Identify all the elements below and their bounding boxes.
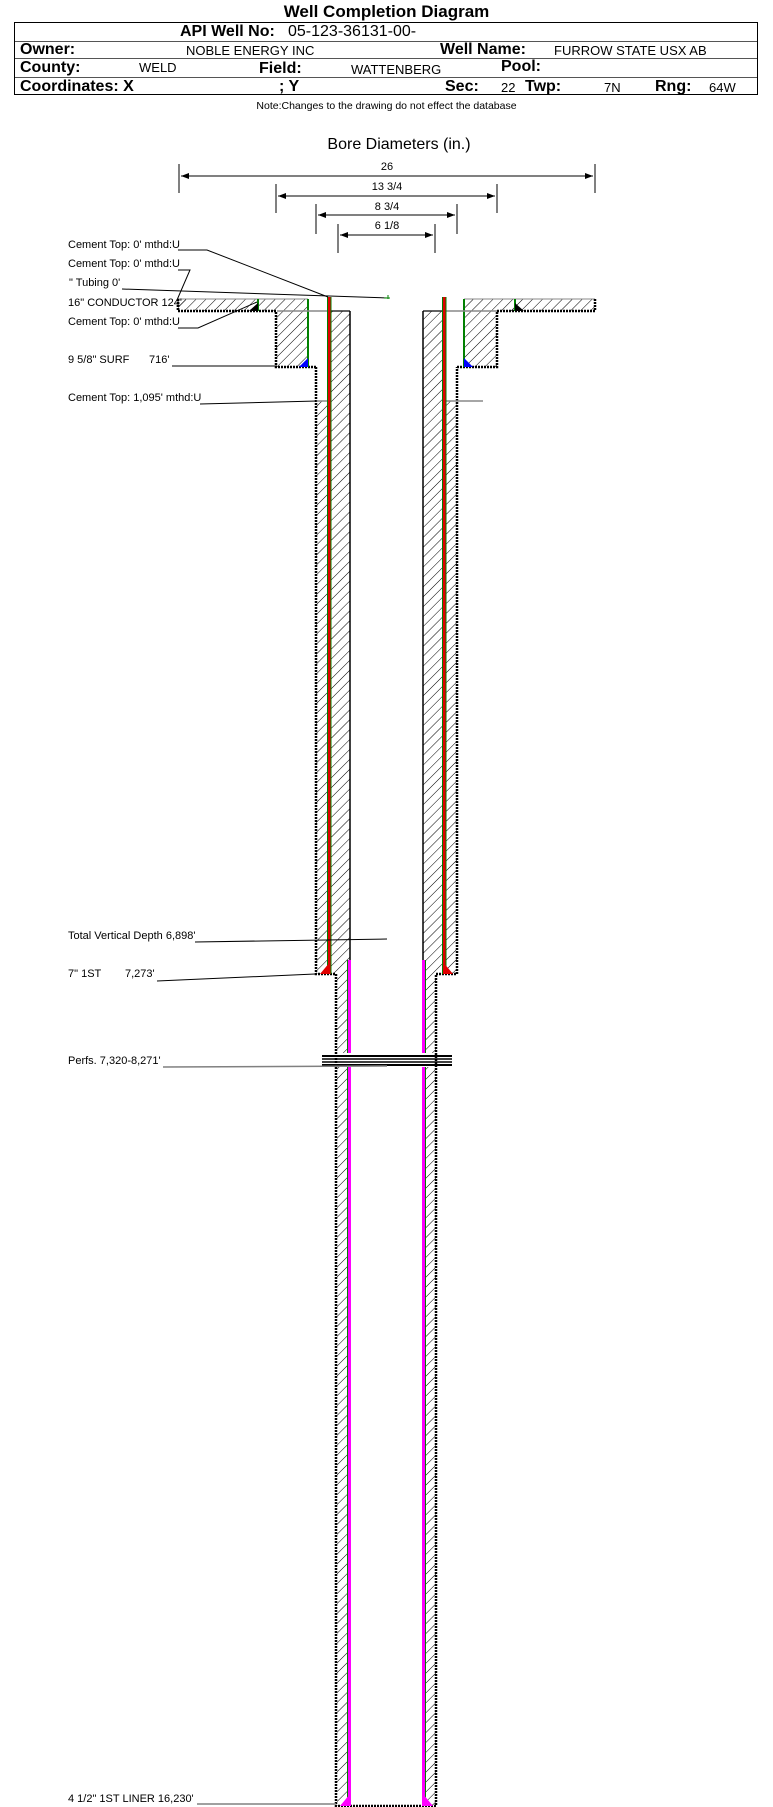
cement-top-label-4: Cement Top: 1,095' mthd:U: [68, 392, 201, 404]
well-name-label: Well Name:: [440, 41, 526, 58]
arrow-left-icon: [318, 212, 326, 218]
surface-shoe-icon: [299, 358, 308, 367]
coord-y-label: ; Y: [279, 78, 300, 95]
intermediate-hole: [314, 297, 483, 1807]
coord-x-label: Coordinates: X: [20, 78, 134, 95]
cement-top-label-2: Cement Top: 0' mthd:U: [68, 258, 180, 270]
diameter-8-3-4-label: 8 3/4: [375, 201, 399, 213]
arrow-right-icon: [447, 212, 455, 218]
owner-value: NOBLE ENERGY INC: [186, 43, 315, 58]
twp-label: Twp:: [525, 78, 562, 95]
total-vertical-depth-label: Total Vertical Depth 6,898': [68, 930, 195, 942]
api-value: 05-123-36131-00-: [288, 23, 417, 40]
liner-shoe-icon: [423, 1794, 433, 1806]
arrow-left-icon: [340, 232, 348, 238]
well-name-value: FURROW STATE USX AB: [554, 43, 707, 58]
casing-shoe-icon: [320, 962, 330, 974]
cement-top-label-1: Cement Top: 0' mthd:U: [68, 239, 180, 251]
field-label: Field:: [259, 60, 302, 77]
leader-lines: [121, 249, 389, 1805]
casing-shoe-icon: [443, 962, 453, 974]
county-label: County:: [20, 59, 81, 76]
owner-label: Owner:: [20, 41, 76, 58]
surface-casing-label: 9 5/8" SURF: [68, 354, 130, 366]
field-value: WATTENBERG: [351, 62, 442, 77]
perforations: [322, 1055, 452, 1066]
arrow-right-icon: [585, 173, 593, 179]
diameter-13-3-4-label: 13 3/4: [372, 181, 403, 193]
conductor-shoe-icon: [249, 303, 258, 311]
api-row: API Well No: 05-123-36131-00-: [15, 23, 757, 42]
liner-label: 4 1/2" 1ST LINER 16,230': [68, 1793, 194, 1805]
intermediate-casing-label: 7" 1ST: [68, 968, 102, 980]
tubing-label: " Tubing 0': [69, 277, 120, 289]
casing-7in-left: [328, 297, 331, 974]
casing-7in-right: [443, 297, 446, 974]
intermediate-casing-depth: 7,273': [125, 968, 155, 980]
diameter-6-1-8-label: 6 1/8: [375, 220, 399, 232]
bore-diameters: Bore Diameters (in.) 26 13 3/4 8 3/4 6 1…: [178, 136, 596, 253]
liner-left: [348, 960, 351, 1053]
production-hole: [322, 960, 452, 1806]
liner-right: [422, 960, 425, 1053]
conductor-label: 16" CONDUCTOR 124': [68, 297, 182, 309]
sec-value: 22: [501, 80, 516, 95]
api-label: API Well No:: [180, 23, 275, 40]
diameter-26-label: 26: [381, 161, 393, 173]
arrow-right-icon: [425, 232, 433, 238]
arrow-left-icon: [181, 173, 189, 179]
sec-label: Sec:: [445, 78, 479, 95]
rng-value: 64W: [709, 80, 736, 95]
diagram-title: Well Completion Diagram: [283, 2, 490, 21]
database-note: Note:Changes to the drawing do not effec…: [256, 100, 517, 112]
pool-label: Pool:: [501, 58, 541, 75]
cement-top-label-3: Cement Top: 0' mthd:U: [68, 316, 180, 328]
county-value: WELD: [139, 60, 177, 75]
arrow-right-icon: [487, 193, 495, 199]
liner-shoe-icon: [340, 1794, 350, 1806]
owner-row: Owner: NOBLE ENERGY INC Well Name: FURRO…: [15, 41, 757, 59]
arrow-left-icon: [278, 193, 286, 199]
twp-value: 7N: [604, 80, 621, 95]
conductor-and-surface: [176, 298, 597, 369]
surface-shoe-icon: [464, 358, 473, 367]
rng-label: Rng:: [655, 78, 692, 95]
county-row: County: WELD Field: WATTENBERG Pool:: [15, 58, 757, 78]
conductor-shoe-icon: [515, 303, 524, 311]
coordinates-row: Coordinates: X ; Y Sec: 22 Twp: 7N Rng: …: [15, 78, 757, 96]
well-header-table: API Well No: 05-123-36131-00- Owner: NOB…: [14, 22, 758, 95]
surface-casing-depth: 716': [149, 354, 169, 366]
perforations-label: Perfs. 7,320-8,271': [68, 1055, 161, 1067]
bore-diameters-title: Bore Diameters (in.): [327, 136, 470, 153]
depth-labels: Cement Top: 0' mthd:U Cement Top: 0' mth…: [68, 239, 201, 1805]
